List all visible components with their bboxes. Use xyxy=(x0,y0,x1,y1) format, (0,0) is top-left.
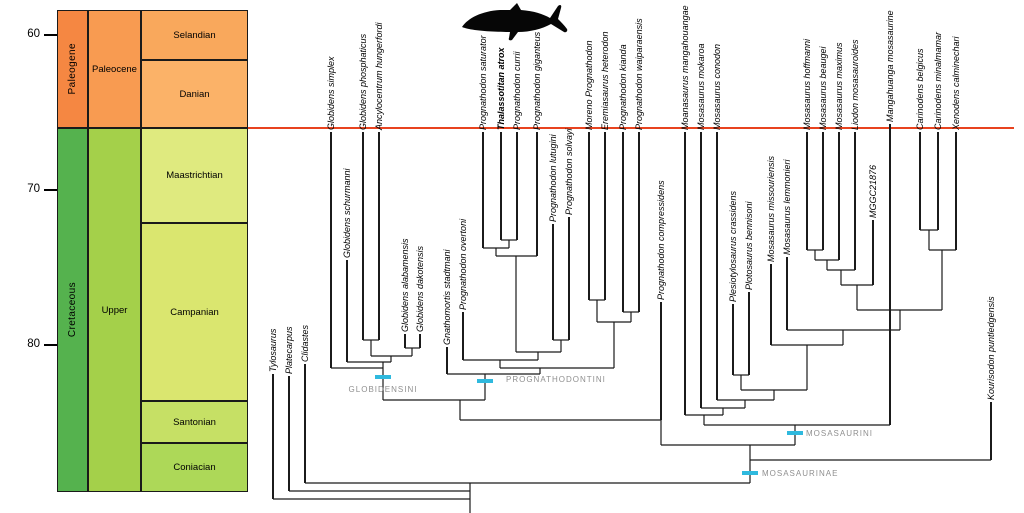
kpg-boundary-line xyxy=(57,127,1014,129)
stage-danian: Danian xyxy=(141,60,248,128)
taxon-label: Carinodens minalmamar xyxy=(932,31,943,130)
axis-tick-mark xyxy=(44,34,57,36)
taxon-label: Globidens phosphaticus xyxy=(357,33,368,130)
taxon-label: MGGC21876 xyxy=(867,164,878,218)
clade-tick xyxy=(742,471,758,475)
taxon-label: Tylosaurus xyxy=(267,328,278,372)
taxon-label: Plesiotylosaurus crassidens xyxy=(727,190,738,302)
taxon-label: Mosasaurus hoffmanni xyxy=(801,38,812,130)
epoch-paleocene: Paleocene xyxy=(88,10,141,128)
stage-maastrichtian: Maastrichtian xyxy=(141,128,248,223)
clade-tick xyxy=(787,431,803,435)
stage-danian-label: Danian xyxy=(179,88,210,100)
taxon-label: Mosasaurus maximus xyxy=(833,42,844,130)
clade-label: MOSASAURINI xyxy=(806,429,874,438)
stage-santonian-label: Santonian xyxy=(173,416,216,428)
stage-santonian: Santonian xyxy=(141,401,248,443)
taxon-label: Carinodens belgicus xyxy=(914,48,925,130)
clade-label: GLOBIDENSINI xyxy=(348,385,418,394)
taxon-label: Gnathomortis stadtmani xyxy=(441,249,452,345)
taxon-label: Liodon mosasauroides xyxy=(849,39,860,130)
taxon-label: Xenodens calminechari xyxy=(950,36,961,130)
stage-selandian: Selandian xyxy=(141,10,248,60)
taxon-label: Prognathodon currii xyxy=(511,51,522,130)
taxon-label: Clidastes xyxy=(299,324,310,362)
taxon-label: Globidens alabamensis xyxy=(399,238,410,332)
geologic-timescale: Paleogene Cretaceous Paleocene Upper Sel… xyxy=(57,10,248,492)
taxon-label: Prognathodon lutugini xyxy=(547,134,558,222)
stage-selandian-label: Selandian xyxy=(173,29,216,41)
clade-tick xyxy=(477,379,493,383)
taxon-label: Eremiasaurus heterodon xyxy=(599,31,610,130)
axis-tick-label-70: 70 xyxy=(27,183,40,195)
stage-campanian-label: Campanian xyxy=(170,306,219,318)
axis-tick-mark xyxy=(44,189,57,191)
taxon-label: Thalassotitan atrox xyxy=(495,47,506,130)
epoch-upper: Upper xyxy=(88,128,141,492)
taxon-label: Mosasaurus beaugei xyxy=(817,46,828,130)
taxon-label: Moanasaurus mangahouangae xyxy=(679,5,690,130)
period-cretaceous: Cretaceous xyxy=(57,128,88,492)
taxon-label: Prognathodon giganteus xyxy=(531,31,542,130)
taxon-label: Globidens dakotensis xyxy=(414,245,425,332)
taxon-label: Mangahuanga mosasaurine xyxy=(884,10,895,122)
stage-campanian: Campanian xyxy=(141,223,248,401)
axis-tick-label-80: 80 xyxy=(27,338,40,350)
taxon-label: Moreno Prognathodon xyxy=(583,40,594,130)
taxon-label: Plotosaurus bennisoni xyxy=(743,201,754,290)
stage-coniacian: Coniacian xyxy=(141,443,248,492)
clade-tick xyxy=(375,375,391,379)
period-paleogene: Paleogene xyxy=(57,10,88,128)
taxon-label: Prognathodon compressidens xyxy=(655,180,666,300)
taxon-label: Mosasaurus mokaroa xyxy=(695,43,706,130)
taxon-label: Prognathodon kianda xyxy=(617,44,628,130)
epoch-paleocene-label: Paleocene xyxy=(92,63,137,75)
taxon-label: Prognathodon waiparaensis xyxy=(633,18,644,130)
clade-label: PROGNATHODONTINI xyxy=(506,375,606,384)
axis-tick-mark xyxy=(44,344,57,346)
taxon-label: Prognathodon saturator xyxy=(477,35,488,130)
stage-maastrichtian-label: Maastrichtian xyxy=(166,170,223,181)
taxon-label: Mosasaurus conodon xyxy=(711,43,722,130)
clade-label: MOSASAURINAE xyxy=(762,469,839,478)
taxon-label: Globidens schurmanni xyxy=(341,168,352,258)
taxon-label: Globidens simplex xyxy=(325,56,336,130)
mosasaur-silhouette-icon xyxy=(462,3,568,41)
taxon-label: Ancylocentrum hungerfordi xyxy=(373,22,384,130)
taxon-label: Platecarpus xyxy=(283,326,294,374)
taxon-label: Prognathodon solvayi xyxy=(563,128,574,215)
epoch-upper-label: Upper xyxy=(101,304,128,316)
taxon-label: Mosasaurus lemmonieri xyxy=(781,159,792,255)
stage-coniacian-label: Coniacian xyxy=(173,462,216,473)
taxon-label: Prognathodon overtoni xyxy=(457,218,468,310)
taxon-label: Mosasaurus missouriensis xyxy=(765,155,776,262)
axis-tick-label-60: 60 xyxy=(27,28,40,40)
taxon-label: Kourisodon puntledgensis xyxy=(985,296,996,400)
